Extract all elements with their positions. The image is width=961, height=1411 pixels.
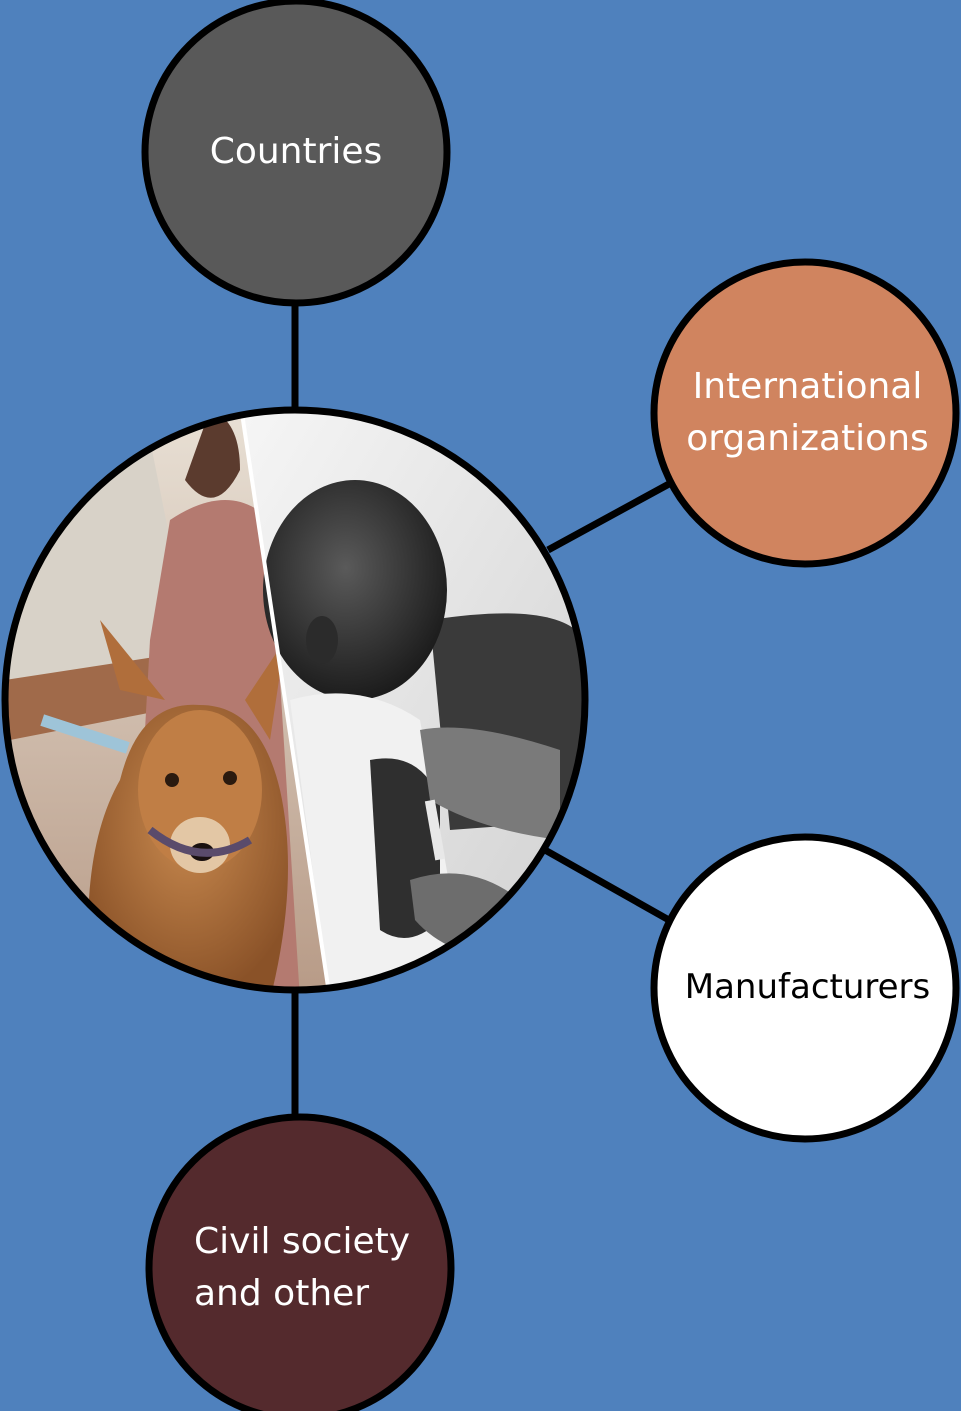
international-label-line: International: [692, 365, 923, 407]
civil-label-text: Civil society and other: [194, 1216, 410, 1320]
countries-label-text: Countries: [210, 126, 383, 178]
countries-label-line: Countries: [209, 130, 383, 172]
manufacturers-label-text: Manufacturers: [685, 963, 931, 1012]
civil-label-line: Civil society: [194, 1220, 411, 1262]
civil-label-line: and other: [194, 1273, 370, 1314]
node-countries-circle: [141, 0, 451, 307]
international-label-text: International organizations: [686, 361, 929, 465]
node-international-circle: [650, 258, 960, 568]
node-countries-label: Countries: [146, 2, 446, 302]
node-international-label: International organizations: [655, 263, 960, 563]
connector-international: [546, 474, 682, 554]
international-label-line: organizations: [686, 418, 929, 459]
child-vaccination-photo: [240, 410, 585, 990]
node-manufacturers-label: Manufacturers: [655, 838, 960, 1138]
manufacturers-label-line: Manufacturers: [684, 967, 931, 1008]
connector-manufacturers: [543, 846, 678, 928]
node-civil-circle: [145, 1113, 455, 1411]
node-manufacturers-circle: [650, 833, 960, 1143]
center-photo-border: [1, 406, 589, 994]
node-civil-label: Civil society and other: [150, 1118, 450, 1411]
center-photo: [5, 410, 585, 990]
